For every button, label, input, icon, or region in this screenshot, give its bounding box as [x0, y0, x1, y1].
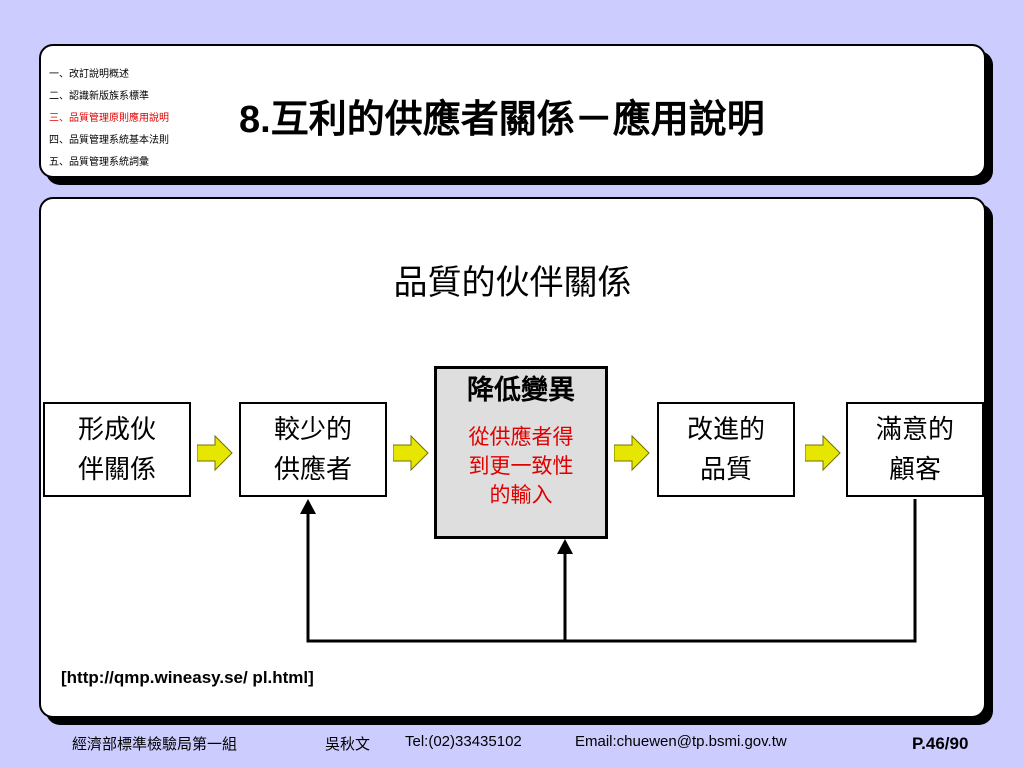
box-subtext-line: 的輸入	[489, 483, 553, 507]
toc-item-overview[interactable]: 一、改訂說明概述	[49, 69, 129, 80]
flow-arrow-icon	[197, 435, 233, 471]
box-line: 品質	[699, 454, 752, 485]
box-fewer-suppliers: 較少的 供應者	[239, 402, 387, 497]
toc-item-principles[interactable]: 三、品質管理原則應用說明	[49, 113, 169, 124]
flow-arrow-icon	[614, 435, 650, 471]
table-of-contents: 一、改訂說明概述 二、認識新版族系標準 三、品質管理原則應用說明 四、品質管理系…	[49, 64, 169, 174]
feedback-line-to-fewer	[306, 499, 917, 643]
page-number: P.46/90	[912, 734, 969, 753]
feedback-arrowhead-fewer	[300, 499, 316, 514]
box-form-partnership: 形成伙 伴關係	[43, 402, 191, 497]
box-line: 滿意的	[875, 414, 954, 445]
box-subtext-line: 從供應者得	[468, 425, 574, 449]
toc-item-standards[interactable]: 二、認識新版族系標準	[49, 91, 149, 102]
slide-title-text: 互利的供應者關係－應用說明	[270, 96, 765, 141]
flow-arrow-icon	[393, 435, 429, 471]
diagram-title: 品質的伙伴關係	[393, 263, 632, 303]
box-line: 伴關係	[77, 454, 156, 485]
toc-item-fundamentals[interactable]: 四、品質管理系統基本法則	[49, 135, 169, 146]
footer-telephone: Tel:(02)33435102	[405, 733, 522, 750]
slide-number: 8.	[239, 99, 271, 141]
box-subtext-line: 到更一致性	[468, 454, 574, 478]
box-improved-quality: 改進的 品質	[657, 402, 795, 497]
footer-author: 吳秋文	[325, 736, 371, 753]
box-line: 顧客	[888, 454, 941, 485]
box-satisfied-customers: 滿意的 顧客	[846, 402, 984, 497]
box-line: 形成伙	[77, 414, 156, 445]
slide-title: 8.互利的供應者關係－應用說明	[239, 88, 765, 143]
box-line: 較少的	[273, 414, 352, 445]
feedback-line-to-reduce	[563, 545, 915, 643]
feedback-connectors	[300, 499, 917, 643]
toc-item-vocabulary[interactable]: 五、品質管理系統詞彙	[49, 157, 149, 168]
box-subtext: 從供應者得 到更一致性 的輸入	[469, 423, 574, 510]
footer-email: Email:chuewen@tp.bsmi.gov.tw	[575, 733, 787, 750]
main-panel: 品質的伙伴關係 形成伙 伴關係 較少的 供應者 降低變異 從供應者得 到更一致性…	[39, 197, 986, 718]
source-link[interactable]: [http://qmp.wineasy.se/ pl.html]	[61, 668, 314, 687]
footer-organization: 經濟部標準檢驗局第一組	[72, 736, 238, 753]
header-panel: 一、改訂說明概述 二、認識新版族系標準 三、品質管理原則應用說明 四、品質管理系…	[39, 44, 986, 178]
flow-arrow-icon	[805, 435, 841, 471]
feedback-arrowhead-reduce	[557, 539, 573, 554]
box-reduce-variation: 降低變異 從供應者得 到更一致性 的輸入	[434, 366, 608, 539]
box-heading: 降低變異	[467, 375, 575, 406]
box-line: 改進的	[686, 414, 765, 445]
box-line: 供應者	[273, 454, 352, 485]
